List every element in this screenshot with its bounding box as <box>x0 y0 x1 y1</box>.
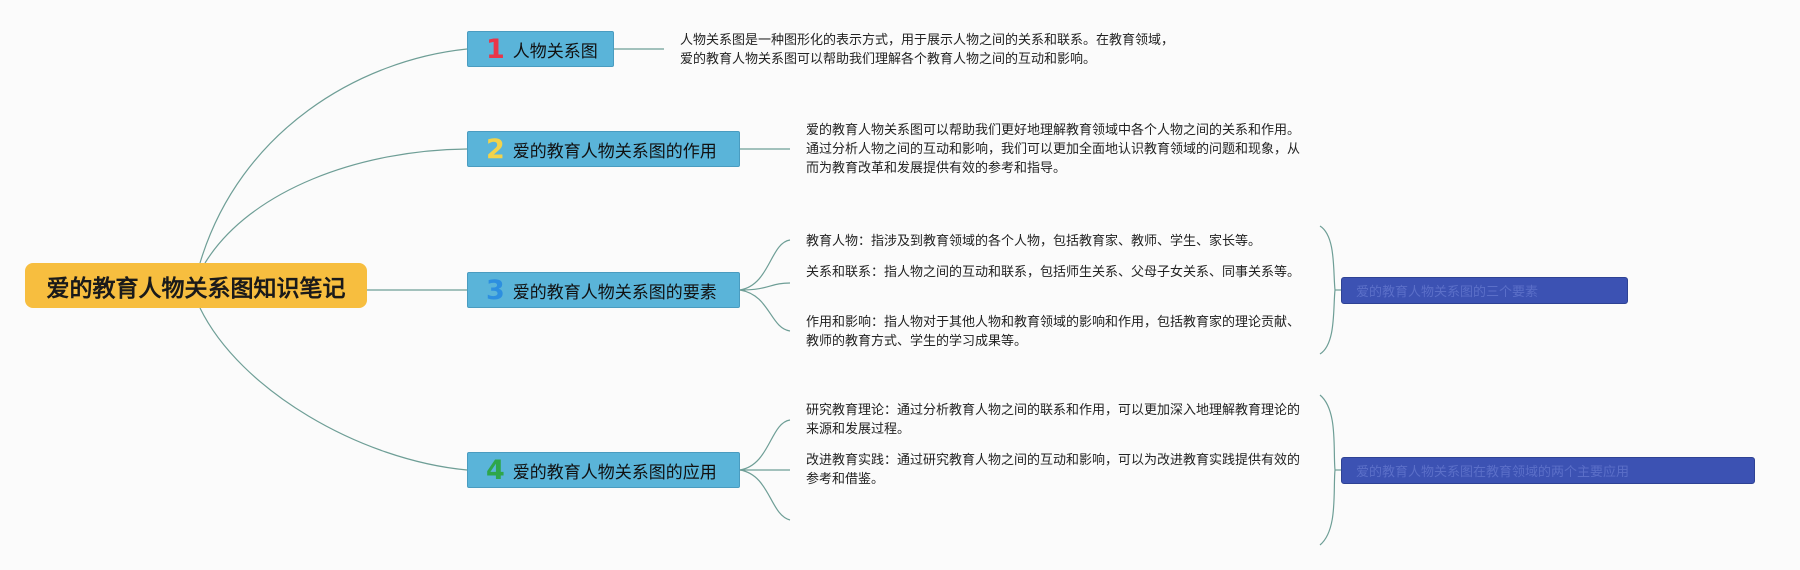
topic-3-detail-3: 作用和影响：指人物对于其他人物和教育领域的影响和作用，包括教育家的理论贡献、教师… <box>806 315 1301 349</box>
topic-4-detail-1: 研究教育理论：通过分析教育人物之间的联系和作用，可以更加深入地理解教育理论的来源… <box>806 403 1301 437</box>
summary-bracket-3 <box>1319 225 1336 355</box>
connector-topic-3-detail-3 <box>739 289 791 332</box>
topic-number-1: 1 <box>486 33 505 65</box>
connector-topic-4-detail-3 <box>739 469 791 521</box>
topic-number-2: 2 <box>486 133 505 165</box>
connector-topic-3-detail-1 <box>739 239 791 291</box>
topic-label-3: 爱的教育人物关系图的要素 <box>512 282 717 303</box>
summary-bracket-4 <box>1319 394 1336 546</box>
topic-1[interactable]: 1 人物关系图 <box>467 31 614 67</box>
summary-4[interactable]: 爱的教育人物关系图在教育领域的两个主要应用 <box>1341 457 1755 484</box>
topic-2[interactable]: 2 爱的教育人物关系图的作用 <box>467 131 740 167</box>
connector-root-topic-1 <box>199 48 468 264</box>
connector-topic-3-detail-2 <box>739 282 791 291</box>
topic-label-4: 爱的教育人物关系图的应用 <box>512 462 717 483</box>
topic-label-2: 爱的教育人物关系图的作用 <box>512 141 717 162</box>
connector-topic-4-detail-1 <box>739 419 791 471</box>
topic-3[interactable]: 3 爱的教育人物关系图的要素 <box>467 272 740 308</box>
topic-3-detail-1: 教育人物：指涉及到教育领域的各个人物，包括教育家、教师、学生、家长等。 <box>806 234 1262 249</box>
root-title: 爱的教育人物关系图知识笔记 <box>46 275 346 302</box>
connector-root-topic-2 <box>204 148 468 264</box>
summary-3-label: 爱的教育人物关系图的三个要素 <box>1356 285 1539 300</box>
topic-number-4: 4 <box>486 454 505 486</box>
topic-4[interactable]: 4 爱的教育人物关系图的应用 <box>467 452 740 488</box>
root-topic[interactable]: 爱的教育人物关系图知识笔记 <box>25 263 367 308</box>
topic-label-1: 人物关系图 <box>512 41 598 62</box>
topic-number-3: 3 <box>486 274 505 306</box>
topic-4-detail-2: 改进教育实践：通过研究教育人物之间的互动和影响，可以为改进教育实践提供有效的参考… <box>806 453 1301 487</box>
topic-1-detail: 人物关系图是一种图形化的表示方式，用于展示人物之间的关系和联系。在教育领域，爱的… <box>680 33 1175 67</box>
summary-3[interactable]: 爱的教育人物关系图的三个要素 <box>1341 277 1628 304</box>
summary-4-label: 爱的教育人物关系图在教育领域的两个主要应用 <box>1356 465 1630 480</box>
topic-2-detail: 爱的教育人物关系图可以帮助我们更好地理解教育领域中各个人物之间的关系和作用。通过… <box>806 123 1301 176</box>
topic-3-detail-2: 关系和联系：指人物之间的互动和联系，包括师生关系、父母子女关系、同事关系等。 <box>806 265 1301 280</box>
connector-root-topic-4 <box>199 307 468 471</box>
